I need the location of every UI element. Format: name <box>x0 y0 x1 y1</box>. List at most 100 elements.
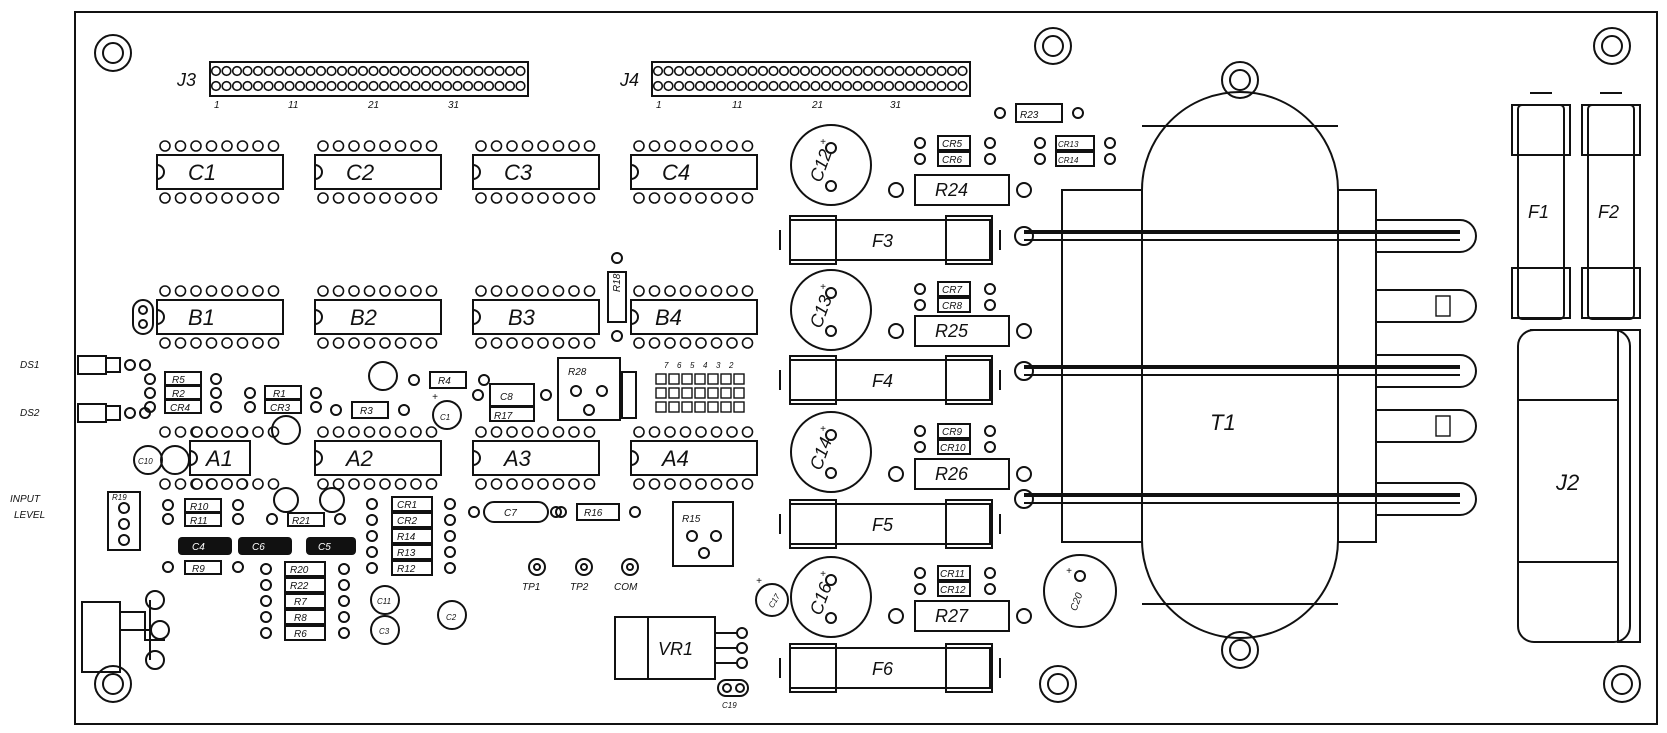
ic-pin <box>159 285 171 297</box>
svg-text:R25: R25 <box>935 321 969 341</box>
svg-text:C19: C19 <box>722 701 737 710</box>
svg-text:C2: C2 <box>346 160 374 185</box>
ic-pin <box>475 285 487 297</box>
ic-c4: C4 <box>630 154 758 190</box>
connector-pin <box>852 65 863 77</box>
svg-text:R11: R11 <box>190 516 208 527</box>
ic-pin <box>205 192 218 204</box>
connector-pin <box>810 80 821 92</box>
svg-text:3: 3 <box>716 361 721 370</box>
connector-pin <box>946 65 958 77</box>
ic-pin <box>174 140 187 152</box>
svg-text:R10: R10 <box>190 502 209 513</box>
ic-b4: B4 <box>630 299 758 335</box>
ic-pin <box>379 285 391 297</box>
svg-text:J2: J2 <box>1555 470 1579 495</box>
svg-text:R20: R20 <box>290 565 309 576</box>
led-ds2 <box>77 403 151 423</box>
svg-text:R17: R17 <box>494 411 513 422</box>
ic-pin <box>695 192 707 204</box>
test-points: TP1 TP2 COM <box>522 558 639 593</box>
ic-pin <box>379 192 391 204</box>
connector-pin <box>420 65 432 77</box>
ic-pin <box>664 478 676 490</box>
connector-pin <box>431 65 442 77</box>
ic-pin <box>741 426 754 438</box>
connector-pin <box>936 65 947 77</box>
ic-pin <box>425 426 438 438</box>
ic-pin <box>537 478 549 490</box>
connector-pin <box>441 80 453 92</box>
svg-text:C8: C8 <box>500 392 513 403</box>
ic-pin <box>633 426 645 438</box>
ic-pin <box>568 285 580 297</box>
connector-pin <box>705 65 716 77</box>
ic-pin <box>583 478 596 490</box>
svg-text:31: 31 <box>448 100 459 111</box>
ic-pin <box>317 426 329 438</box>
svg-text:F6: F6 <box>872 659 894 679</box>
connector-pin <box>441 65 453 77</box>
ic-pin <box>710 478 723 490</box>
ic-pin <box>726 285 738 297</box>
svg-text:A1: A1 <box>204 446 233 471</box>
svg-text:R2: R2 <box>172 389 185 400</box>
header-cell <box>668 373 680 385</box>
ic-pin <box>552 337 565 349</box>
connector-pin <box>368 80 379 92</box>
svg-text:+: + <box>432 392 438 403</box>
svg-text:R28: R28 <box>568 367 587 378</box>
connector-pin <box>747 80 758 92</box>
board-outline <box>74 11 1658 725</box>
svg-text:B3: B3 <box>508 305 536 330</box>
svg-text:R14: R14 <box>397 532 416 543</box>
capacitor-c19: C19 <box>717 679 749 710</box>
ic-pin <box>206 478 218 490</box>
connector-pin <box>946 80 958 92</box>
mounting-holes <box>94 27 1641 703</box>
connector-pin <box>694 80 706 92</box>
svg-text:C12: C12 <box>806 147 836 185</box>
svg-text:5: 5 <box>690 361 695 370</box>
fuse-f6: F6 <box>779 643 1001 693</box>
ic-pin <box>568 192 580 204</box>
ic-pin <box>664 337 676 349</box>
ic-pin <box>159 478 171 490</box>
ic-pin <box>317 478 329 490</box>
ic-pin <box>552 426 565 438</box>
svg-text:CR14: CR14 <box>1058 156 1079 165</box>
connector-pin <box>389 80 400 92</box>
ic-c1: C1 <box>156 154 284 190</box>
connector-pin <box>652 65 664 77</box>
connector-pin <box>904 80 916 92</box>
header-cell <box>694 387 706 399</box>
connector-pin <box>726 65 737 77</box>
ic-pin <box>506 478 518 490</box>
ic-pin <box>410 285 422 297</box>
svg-text:VR1: VR1 <box>658 639 693 659</box>
connector-pin <box>410 65 421 77</box>
ic-pin <box>174 285 187 297</box>
svg-text:CR11: CR11 <box>940 569 965 580</box>
ic-pin <box>159 337 171 349</box>
connector-pin <box>715 65 727 77</box>
header-cell <box>733 401 745 413</box>
ic-pin <box>363 478 376 490</box>
ic-pin <box>410 192 422 204</box>
svg-text:CR8: CR8 <box>942 301 962 312</box>
ic-pin <box>252 478 264 490</box>
ic-pin <box>379 140 391 152</box>
svg-text:CR9: CR9 <box>942 427 962 438</box>
ic-pin <box>568 140 580 152</box>
connector-pin <box>357 80 369 92</box>
svg-text:C3: C3 <box>379 627 390 636</box>
header-cell <box>681 401 693 413</box>
ic-pin <box>475 140 487 152</box>
connector-pin <box>452 80 463 92</box>
connector-pin <box>494 65 505 77</box>
ic-pin <box>394 140 407 152</box>
ic-pin <box>363 192 376 204</box>
input-level-label-2: LEVEL <box>14 510 45 521</box>
ic-pin <box>379 426 391 438</box>
connector-pin <box>894 80 905 92</box>
